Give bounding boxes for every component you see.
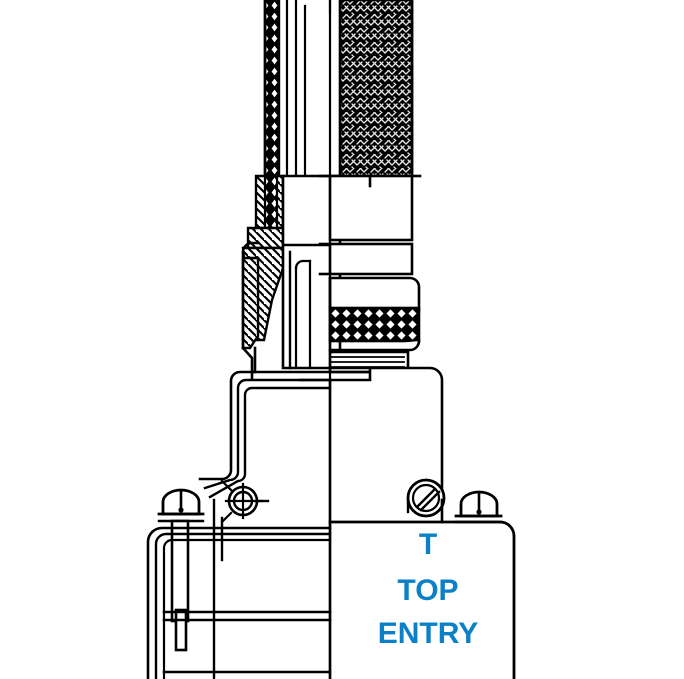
housing-left (146, 526, 332, 679)
jackscrew-right (454, 490, 503, 524)
annotation-line-entry: ENTRY (377, 617, 479, 650)
jackscrew-left (157, 488, 205, 652)
cable-inner-layers (285, 0, 332, 178)
backshell-sleeve (281, 174, 342, 370)
annotation-code: T (418, 528, 438, 561)
annotation-line-top: TOP (397, 574, 459, 607)
connector-body-left (198, 370, 332, 499)
cable-shield-braid (263, 0, 281, 178)
cable-outline (263, 0, 414, 178)
mounting-hole (220, 479, 270, 524)
cable-jacket (338, 0, 414, 178)
body-interior-lines (212, 498, 224, 679)
connector-shell-upper (318, 174, 422, 242)
slotted-screw (406, 478, 446, 518)
connector-ring (318, 242, 414, 276)
housing-right (328, 498, 516, 679)
coupling-nut (328, 276, 421, 352)
